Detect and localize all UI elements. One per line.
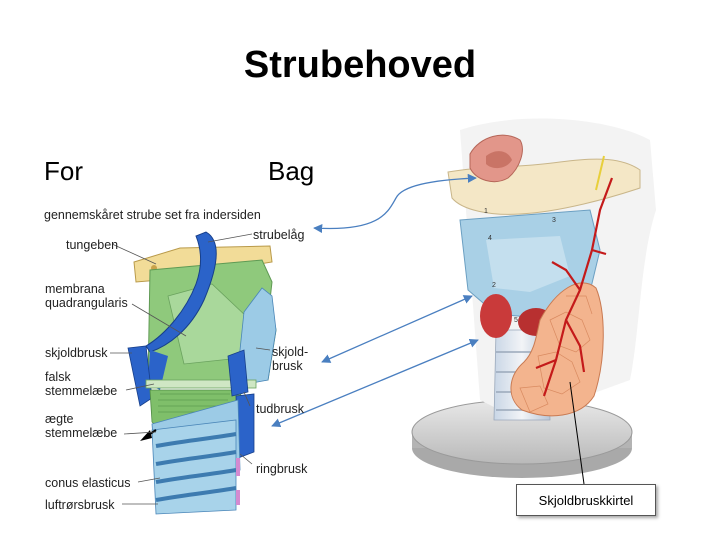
label-strubelag: strubelåg [253,228,305,242]
label-tungeben: tungeben [66,238,119,252]
thyroid-caption-box: Skjoldbruskkirtel [516,484,656,516]
label-falsk-stemmelaebe: falsk stemmelæbe [45,370,118,398]
label-conus-elasticus: conus elasticus [45,476,131,490]
model-number-5: 5 [514,317,518,324]
label-luftrorsbrusk: luftrørsbrusk [45,498,115,512]
heading-back: Bag [268,156,315,186]
larynx-model: 1 2 3 4 5 [411,118,656,485]
label-skjoldbrusk-right: skjold- brusk [272,345,309,373]
model-number-2: 2 [492,282,496,289]
label-ringbrusk: ringbrusk [256,462,308,476]
model-number-3: 3 [552,217,556,224]
label-section-caption: gennemskåret strube set fra indersiden [44,208,261,222]
slide-title: Strubehoved [243,44,477,86]
thyroid-caption: Skjoldbruskkirtel [538,492,634,508]
model-number-4: 4 [488,235,492,242]
label-aegte-stemmelaebe: ægte stemmelæbe [45,412,118,440]
connector-arrows [271,173,479,428]
model-number-1: 1 [484,208,488,215]
label-membrana-quadrangularis: membrana quadrangularis [45,282,128,310]
larynx-section-diagram [110,231,277,515]
heading-front: For [44,156,83,186]
label-tudbrusk: tudbrusk [256,402,304,416]
label-skjoldbrusk-left: skjoldbrusk [45,346,108,360]
